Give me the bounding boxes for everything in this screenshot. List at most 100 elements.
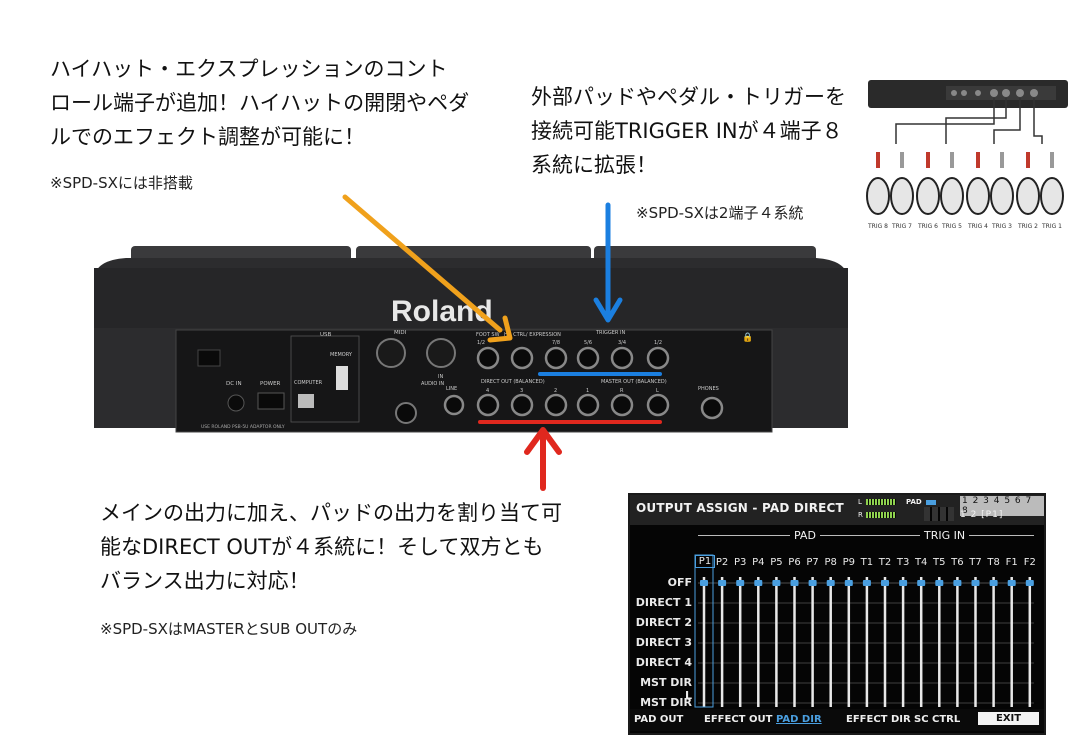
meter-r-label: R xyxy=(858,511,863,519)
column-header: T4 xyxy=(914,557,928,568)
trigger-pad-icon xyxy=(1016,152,1040,215)
memory-label: MEMORY xyxy=(330,352,353,358)
trigger-in-jack[interactable] xyxy=(544,346,568,370)
tab-pad-dir[interactable]: PAD DIR xyxy=(776,714,822,725)
column-header: P9 xyxy=(842,557,855,568)
assign-slider-knob[interactable] xyxy=(1025,580,1034,586)
meter-l-label: L xyxy=(858,498,862,506)
tab-sc-ctrl[interactable]: SC CTRL xyxy=(914,714,961,725)
trigger-in-jack[interactable] xyxy=(646,346,670,370)
assign-slider-knob[interactable] xyxy=(881,580,889,586)
midi-out-port[interactable] xyxy=(376,338,406,368)
usb-memory-port[interactable] xyxy=(336,366,348,390)
volume-knob[interactable] xyxy=(395,402,417,424)
column-header: P7 xyxy=(806,557,819,568)
trigger-label: TRIG 4 xyxy=(967,223,988,230)
direct-out-number: 1 xyxy=(586,388,589,394)
assign-slider-knob[interactable] xyxy=(917,580,926,586)
assign-slider-knob[interactable] xyxy=(953,580,962,586)
pad-indicator xyxy=(926,500,936,505)
midi-in-port[interactable] xyxy=(426,338,456,368)
direct-out-jack[interactable] xyxy=(510,393,534,417)
meter-r xyxy=(866,512,896,518)
master-out-jack[interactable] xyxy=(610,393,634,417)
hihat-note-line: ルでのエフェクト調整が可能に！ xyxy=(50,125,365,149)
assign-slider-knob[interactable] xyxy=(989,580,998,586)
section-pad: PAD xyxy=(790,529,820,542)
trigger-footnote: ※SPD-SXは2端子４系統 xyxy=(636,204,804,222)
column-header: P5 xyxy=(770,557,783,568)
dc-in-jack[interactable] xyxy=(227,394,245,412)
assign-slider-knob[interactable] xyxy=(1007,580,1016,586)
trigger-pad-icon xyxy=(866,152,890,215)
meter-l xyxy=(866,499,896,505)
power-switch[interactable] xyxy=(257,392,285,410)
trigger-label: TRIG 1 xyxy=(1041,223,1062,230)
trigger-in-number: 1/2 xyxy=(477,340,485,346)
column-header: T5 xyxy=(933,557,946,568)
assign-slider-knob[interactable] xyxy=(862,580,871,586)
section-trig: TRIG IN xyxy=(920,529,970,542)
direct-note: メインの出力に加え、パッドの出力を割り当て可 能なDIRECT OUTが４系統に… xyxy=(100,496,562,598)
direct-out-jack[interactable] xyxy=(544,393,568,417)
footsw-jack[interactable] xyxy=(476,346,500,370)
assign-slider-knob[interactable] xyxy=(899,580,908,586)
spd-sx-pro-back-panel: Roland DC IN POWER USB COMPUTER MEMORY M… xyxy=(94,246,848,433)
master-out-letter: R xyxy=(620,388,624,394)
direct-out-label: DIRECT OUT (BALANCED) xyxy=(481,379,545,385)
column-header: T7 xyxy=(969,557,982,568)
trigger-pad-icon xyxy=(990,152,1014,215)
column-header: T8 xyxy=(987,557,1000,568)
usb-computer-port[interactable] xyxy=(298,394,314,408)
trigger-in-jack[interactable] xyxy=(576,346,600,370)
hihat-note-line: ハイハット・エクスプレッションのコント xyxy=(50,57,448,81)
row-label: DIRECT 3 xyxy=(635,636,692,649)
assign-slider-knob[interactable] xyxy=(844,580,853,586)
trigger-in-jack[interactable] xyxy=(610,346,634,370)
row-label: DIRECT 4 xyxy=(635,656,692,669)
row-label: DIRECT 1 xyxy=(635,596,692,609)
line-in-jack[interactable] xyxy=(443,394,465,416)
trigger-in-number: 5/6 xyxy=(584,340,592,346)
column-header: T3 xyxy=(896,557,910,568)
dc-in-label: DC IN xyxy=(226,381,242,387)
assign-slider-knob[interactable] xyxy=(971,580,980,586)
direct-out-jack[interactable] xyxy=(576,393,600,417)
pad-grid-icon xyxy=(924,507,954,521)
direct-footnote: ※SPD-SXはMASTERとSUB OUTのみ xyxy=(100,620,358,638)
adaptor-note: USE ROLAND PSB-5U ADAPTOR ONLY xyxy=(201,424,285,430)
assign-slider-knob[interactable] xyxy=(754,580,763,586)
assign-slider-knob[interactable] xyxy=(808,580,817,586)
column-header: T6 xyxy=(951,557,964,568)
lock-icon: 🔒 xyxy=(742,332,753,343)
assign-slider-knob[interactable] xyxy=(700,580,708,586)
direct-note-line: 能なDIRECT OUTが４系統に！そして双方とも xyxy=(100,535,544,559)
assign-slider-knob[interactable] xyxy=(826,580,835,586)
row-label: MST DIR L xyxy=(640,676,692,702)
tab-exit[interactable]: EXIT xyxy=(978,712,1040,725)
trigger-note-line: 外部パッドやペダル・トリガーを xyxy=(531,85,846,109)
direct-out-jack[interactable] xyxy=(476,393,500,417)
tab-effect-dir[interactable]: EFFECT DIR xyxy=(846,714,911,725)
master-out-jack[interactable] xyxy=(646,393,670,417)
assign-slider-knob[interactable] xyxy=(935,580,944,586)
tab-effect-out[interactable]: EFFECT OUT xyxy=(704,714,773,725)
phones-jack[interactable] xyxy=(700,396,724,420)
hihat-note: ハイハット・エクスプレッションのコント ロール端子が追加！ハイハットの開閉やペダ… xyxy=(50,52,469,154)
footsw-label: FOOT SW xyxy=(476,332,500,338)
trigger-label: TRIG 6 xyxy=(917,223,938,230)
tab-pad-out[interactable]: PAD OUT xyxy=(634,714,684,725)
line-label: LINE xyxy=(446,386,457,392)
hh-ctrl-jack[interactable] xyxy=(510,346,534,370)
trigger-label: TRIG 7 xyxy=(891,223,912,230)
row-label: OFF xyxy=(667,576,692,589)
column-header: F1 xyxy=(1005,557,1018,568)
assign-slider-knob[interactable] xyxy=(790,580,799,586)
screen-title: OUTPUT ASSIGN - PAD DIRECT xyxy=(636,501,844,515)
assign-slider-knob[interactable] xyxy=(772,580,781,586)
assign-slider-knob[interactable] xyxy=(736,580,745,586)
usb-label: USB xyxy=(320,332,332,338)
row-label: DIRECT 2 xyxy=(635,616,692,629)
assign-slider-knob[interactable] xyxy=(718,580,727,586)
